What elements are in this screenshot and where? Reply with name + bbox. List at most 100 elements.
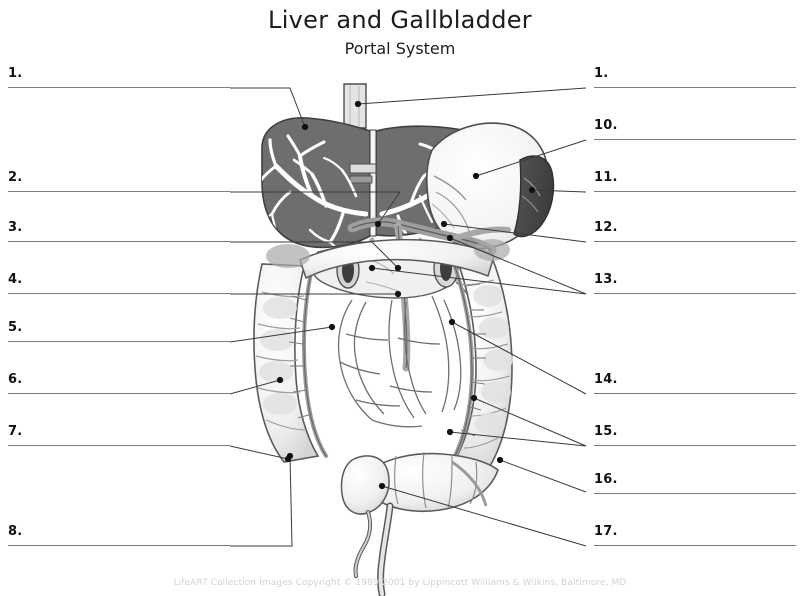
leader-right-13	[449, 237, 587, 295]
leader-right-15b	[449, 431, 587, 447]
answer-blank-line[interactable]	[8, 191, 230, 192]
leader-right-14	[451, 321, 587, 395]
leader-lines	[229, 87, 587, 547]
answer-row-left-6[interactable]: 6.	[8, 372, 230, 394]
leader-dot-17	[378, 482, 386, 490]
answer-blank-line[interactable]	[594, 241, 796, 242]
answer-number: 3.	[8, 220, 23, 235]
small-intestine-shape	[337, 295, 462, 428]
leader-dot-1	[301, 123, 309, 131]
answer-number: 8.	[8, 524, 23, 539]
leader-dot-12	[440, 220, 448, 228]
answer-row-right-9[interactable]: 17.	[586, 524, 796, 546]
leader-left-8	[230, 455, 293, 547]
leader-right-13b	[371, 267, 587, 295]
answer-blank-line[interactable]	[594, 545, 796, 546]
flexure-shape	[266, 239, 510, 268]
answer-blank-line[interactable]	[8, 393, 230, 394]
page-subtitle: Portal System	[344, 39, 456, 58]
transverse-colon-shape	[299, 238, 495, 280]
answer-blank-line[interactable]	[594, 393, 796, 394]
answer-row-right-2[interactable]: 10.	[586, 118, 796, 140]
spleen-shape	[513, 155, 555, 238]
answer-blank-line[interactable]	[8, 87, 230, 88]
leader-dot-4	[394, 290, 402, 298]
answer-row-left-3[interactable]: 3.	[8, 220, 230, 242]
descending-colon-shape	[448, 247, 513, 467]
answer-row-left-8[interactable]: 8.	[8, 524, 230, 546]
answer-number: 4.	[8, 272, 23, 287]
answer-blank-line[interactable]	[594, 493, 796, 494]
leader-dot-13b	[368, 264, 376, 272]
esophagus-shape	[343, 83, 367, 129]
page-title: Liver and Gallbladder	[268, 6, 532, 34]
ascending-colon-shape	[253, 263, 328, 463]
answer-number: 7.	[8, 424, 23, 439]
answer-blank-line[interactable]	[8, 545, 230, 546]
answer-blank-line[interactable]	[594, 139, 796, 140]
leader-right-11	[531, 189, 587, 193]
leader-dot-2	[374, 220, 382, 228]
title-block: Liver and Gallbladder Portal System	[0, 0, 800, 57]
answer-row-right-3[interactable]: 11.	[586, 170, 796, 192]
leader-dot-6	[276, 376, 284, 384]
answer-blank-line[interactable]	[594, 445, 796, 446]
answer-blank-line[interactable]	[594, 87, 796, 88]
answer-row-left-5[interactable]: 5.	[8, 320, 230, 342]
answer-number: 1.	[594, 66, 609, 81]
leader-dot-13	[446, 234, 454, 242]
answer-number: 10.	[594, 118, 618, 133]
leader-right-12	[443, 223, 587, 243]
answer-row-left-7[interactable]: 7.	[8, 424, 230, 446]
answer-number: 13.	[594, 272, 618, 287]
answer-blank-line[interactable]	[8, 341, 230, 342]
leader-left-1	[230, 87, 306, 128]
answer-row-right-4[interactable]: 12.	[586, 220, 796, 242]
leader-dot-8	[286, 452, 294, 460]
answer-blank-line[interactable]	[8, 445, 230, 446]
leader-left-7	[229, 445, 289, 460]
answer-row-left-2[interactable]: 2.	[8, 170, 230, 192]
answer-number: 17.	[594, 524, 618, 539]
copyright-footer: LifeART Collection Images Copyright © 19…	[173, 578, 627, 588]
answer-number: 14.	[594, 372, 618, 387]
answer-number: 2.	[8, 170, 23, 185]
answer-blank-line[interactable]	[8, 293, 230, 294]
leader-dot-15b	[446, 428, 454, 436]
answer-row-left-1[interactable]: 1.	[8, 66, 230, 88]
leader-dot-11	[528, 186, 536, 194]
leader-dot-16	[496, 456, 504, 464]
leader-left-2	[230, 191, 401, 225]
leader-dot-10	[472, 172, 480, 180]
answer-row-right-5[interactable]: 13.	[586, 272, 796, 294]
answer-row-left-4[interactable]: 4.	[8, 272, 230, 294]
leader-dot-9	[354, 100, 362, 108]
answer-blank-line[interactable]	[594, 191, 796, 192]
leader-right-9	[357, 87, 587, 105]
leader-dot-14	[448, 318, 456, 326]
leader-left-5	[229, 326, 333, 343]
answer-row-right-8[interactable]: 16.	[586, 472, 796, 494]
leader-left-3	[230, 241, 399, 269]
answer-number: 12.	[594, 220, 618, 235]
leader-right-17	[381, 485, 587, 547]
answer-number: 16.	[594, 472, 618, 487]
answer-blank-line[interactable]	[594, 293, 796, 294]
answer-row-right-7[interactable]: 15.	[586, 424, 796, 446]
leader-dot-5	[328, 323, 336, 331]
answer-number: 6.	[8, 372, 23, 387]
leader-dots	[276, 100, 536, 490]
leader-dot-3	[394, 264, 402, 272]
answer-number: 11.	[594, 170, 618, 185]
answer-row-right-6[interactable]: 14.	[586, 372, 796, 394]
answer-number: 1.	[8, 66, 23, 81]
leader-right-10	[475, 139, 587, 177]
liver-shape	[261, 117, 531, 249]
answer-blank-line[interactable]	[8, 241, 230, 242]
leader-left-6	[229, 379, 281, 395]
leader-right-15	[473, 397, 587, 447]
sigmoid-rectum-shape	[340, 451, 499, 596]
answer-row-right-1[interactable]: 1.	[586, 66, 796, 88]
